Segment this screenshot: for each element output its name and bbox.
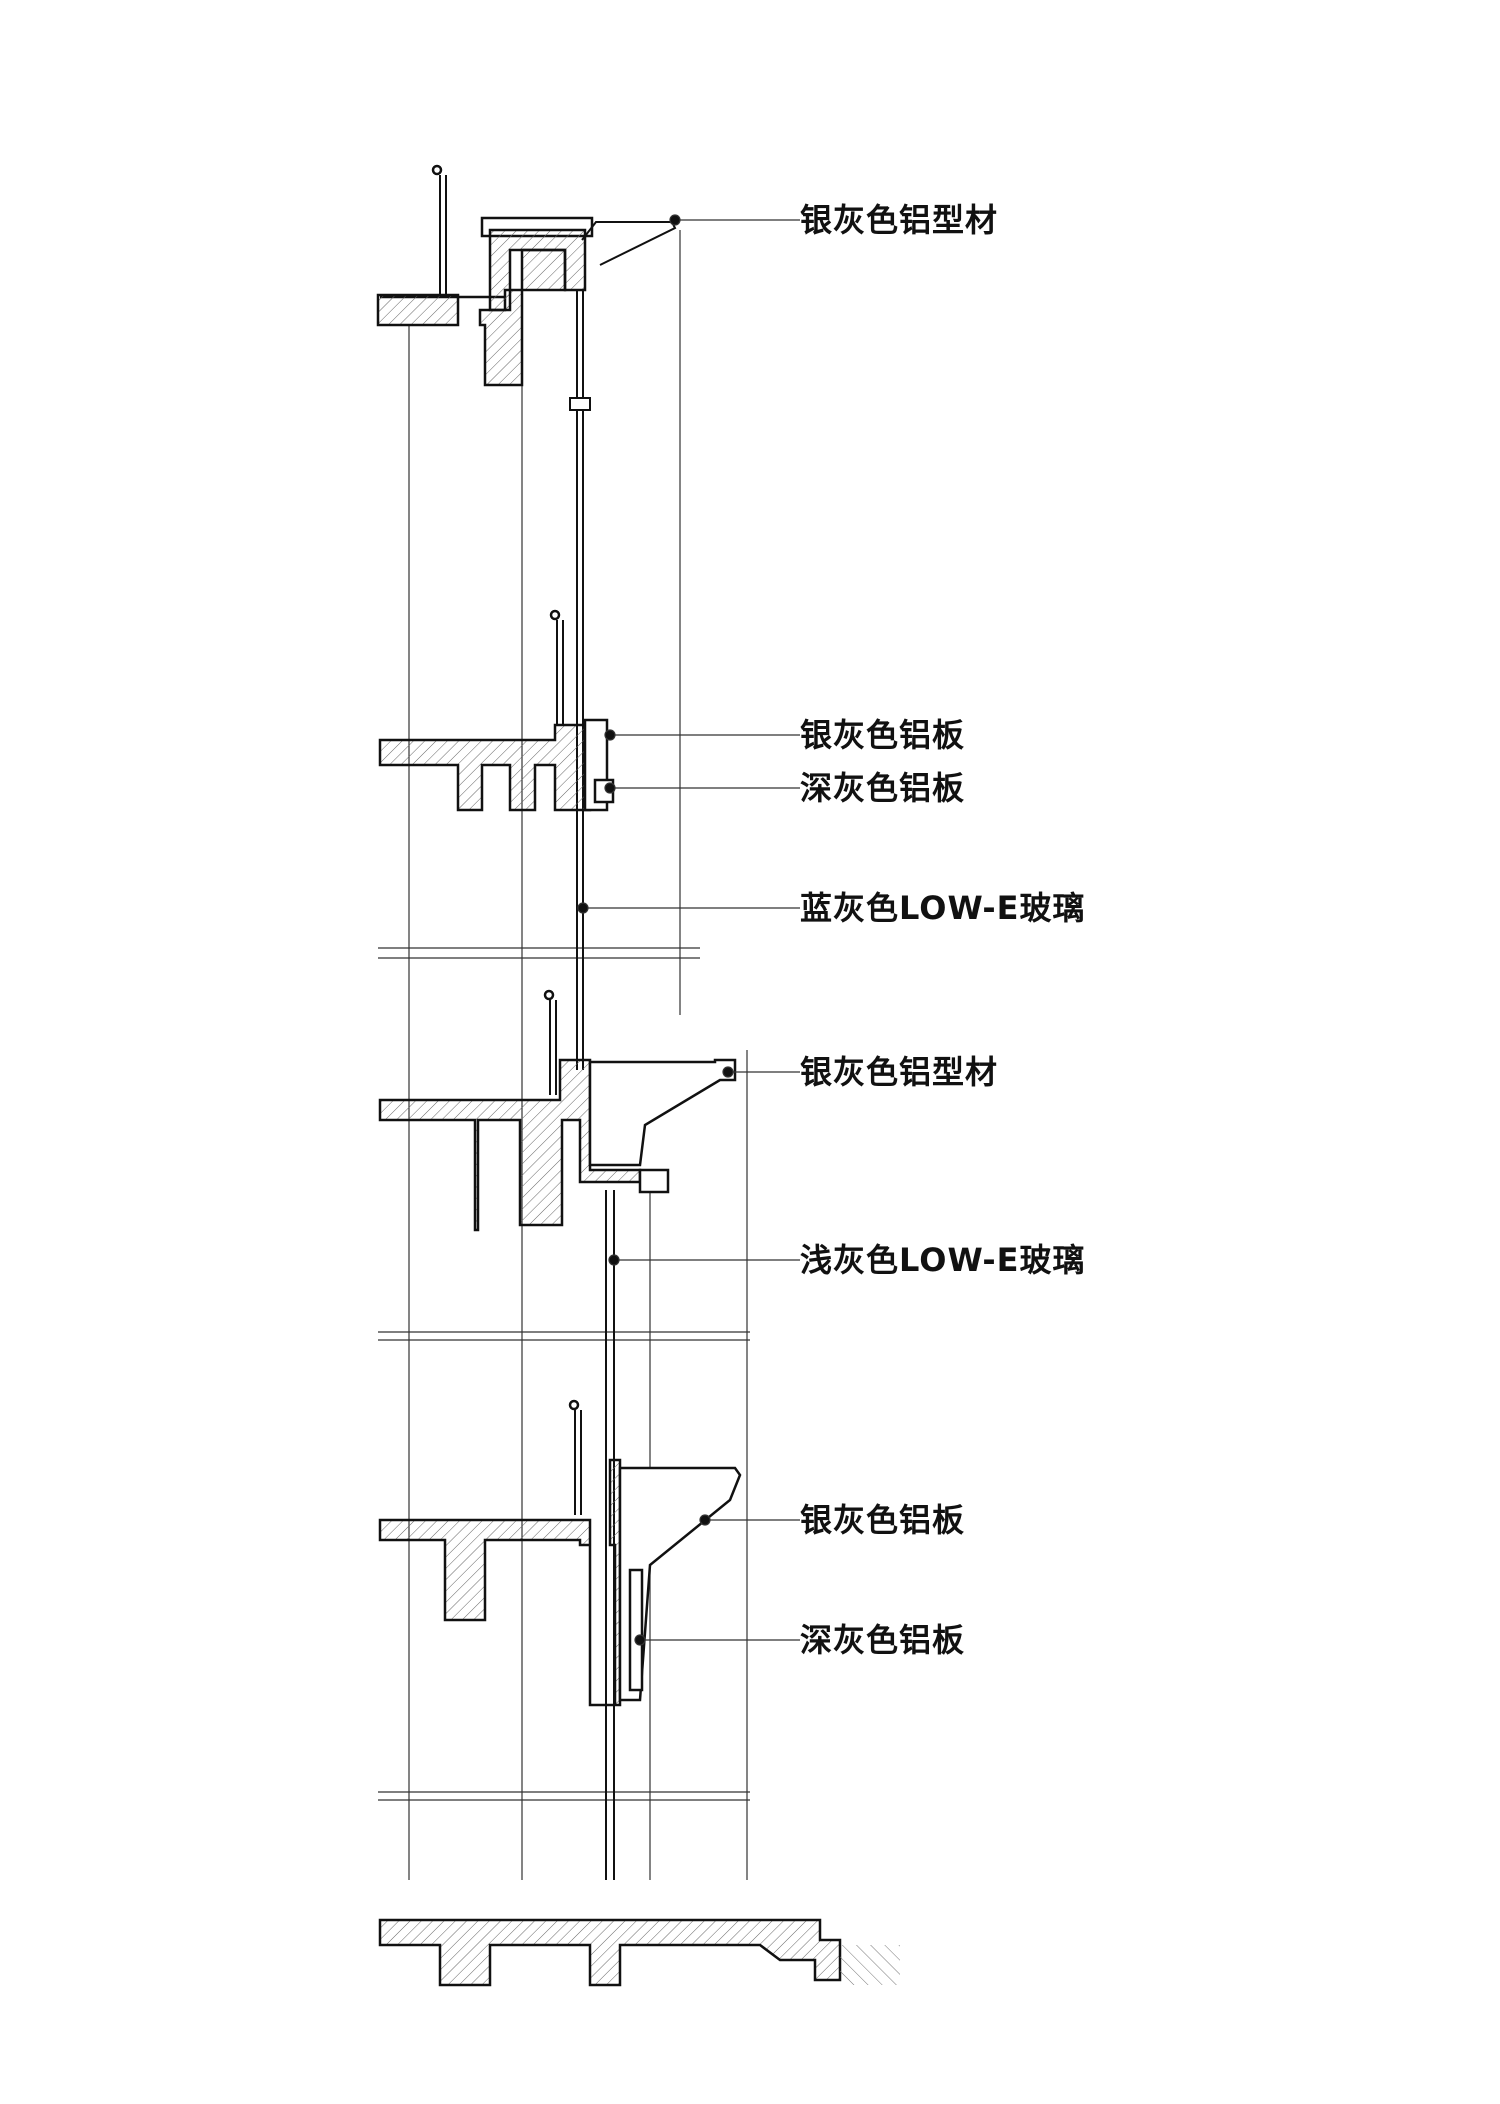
glazing-mullion-upper	[569, 290, 591, 1070]
label-silver-aluminum-panel-lower: 银灰色铝板	[800, 1501, 966, 1539]
ground-slab	[378, 1918, 900, 1987]
label-silver-aluminum-panel-upper: 银灰色铝板	[800, 716, 966, 754]
label-light-gray-lowe-glass: 浅灰色LOW-E玻璃	[800, 1241, 1086, 1279]
parapet-section	[376, 164, 677, 387]
label-silver-aluminum-profile-top: 银灰色铝型材	[800, 201, 999, 239]
floor-slab-2	[378, 609, 615, 812]
floor-slab-4	[378, 1399, 742, 1707]
floor-slab-3	[378, 989, 737, 1232]
label-dark-gray-aluminum-panel-upper: 深灰色铝板	[800, 769, 966, 807]
leader-lines	[577, 214, 800, 1646]
label-dark-gray-aluminum-panel-lower: 深灰色铝板	[800, 1621, 966, 1659]
grid-lines	[378, 230, 750, 1880]
label-blue-gray-lowe-glass: 蓝灰色LOW-E玻璃	[800, 889, 1086, 927]
label-silver-aluminum-profile-middle: 银灰色铝型材	[800, 1053, 999, 1091]
